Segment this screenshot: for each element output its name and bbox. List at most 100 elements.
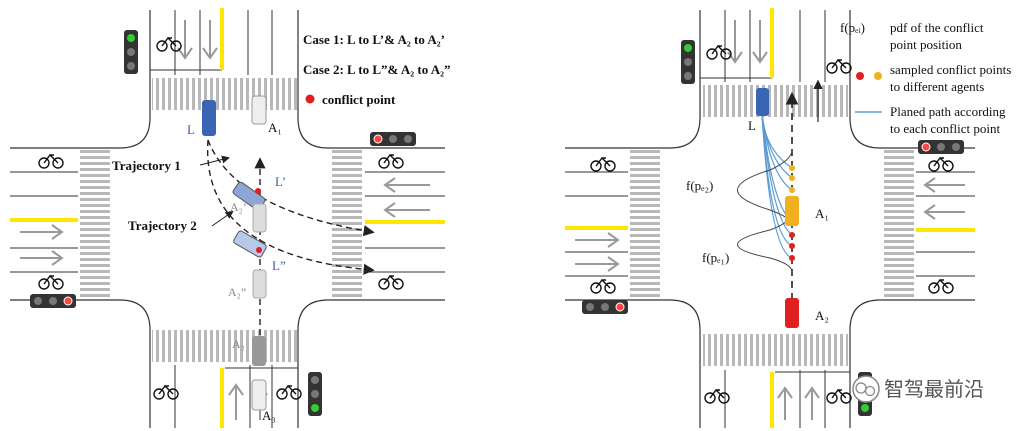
conflict-point bbox=[256, 247, 262, 253]
bicycle-icon bbox=[156, 36, 182, 52]
leader-vehicle-L bbox=[202, 100, 216, 136]
bicycle-icon bbox=[928, 278, 954, 294]
traj2-pointer bbox=[211, 210, 234, 227]
label-A1: A₁ bbox=[268, 120, 282, 135]
bicycle-icon bbox=[38, 153, 64, 169]
trajectory-2 bbox=[206, 139, 375, 275]
lane-arrow-icon bbox=[20, 224, 64, 240]
legend-path-line1: Planed path according bbox=[890, 104, 1006, 119]
legend-conflict-dot bbox=[305, 94, 315, 104]
traffic-light-icon bbox=[681, 40, 695, 84]
label-L: L bbox=[187, 122, 195, 137]
watermark-text: 智驾最前沿 bbox=[884, 377, 984, 401]
leader-vehicle-L2 bbox=[233, 230, 267, 258]
traffic-light-icon bbox=[30, 294, 76, 308]
legend-pdf-line2: point position bbox=[890, 37, 962, 52]
legend-sample-orange bbox=[874, 72, 882, 80]
legend-pdf-symbol: f(pₑᵢ) bbox=[840, 20, 865, 35]
label-A2: A₂ bbox=[232, 337, 245, 351]
bicycle-icon bbox=[378, 274, 404, 290]
label-A2: A₂ bbox=[815, 308, 829, 323]
crosswalk-north bbox=[703, 85, 848, 117]
bicycle-icon bbox=[590, 156, 616, 172]
crosswalk-west bbox=[80, 150, 110, 298]
traffic-light-icon bbox=[124, 30, 138, 74]
label-L: L bbox=[748, 118, 756, 133]
planned-path bbox=[761, 113, 793, 236]
agent-vehicle-A2 bbox=[785, 298, 799, 328]
legend-samp-line2: to different agents bbox=[890, 79, 984, 94]
sampled-point bbox=[789, 243, 795, 249]
lane-arrow-icon bbox=[923, 204, 965, 220]
legend-conflict-label: conflict point bbox=[322, 92, 396, 107]
label-L1: L’ bbox=[275, 174, 286, 189]
lane-arrow-icon bbox=[202, 20, 218, 60]
lane-arrow-icon bbox=[804, 386, 820, 420]
crosswalk-north bbox=[152, 78, 297, 110]
lane-arrow-icon bbox=[177, 20, 193, 60]
label-fpc1: f(pₑ₁) bbox=[702, 250, 729, 265]
traffic-light-icon bbox=[582, 300, 628, 314]
crosswalk-south bbox=[152, 330, 297, 362]
crosswalk-east bbox=[884, 150, 914, 298]
bicycle-icon bbox=[706, 44, 732, 60]
legend-path-line2: to each conflict point bbox=[890, 121, 1000, 136]
planned-path bbox=[761, 113, 793, 259]
lane-arrow-icon bbox=[20, 250, 64, 266]
traffic-light-icon bbox=[918, 140, 964, 154]
case1-label: Case 1: L to L’& A₂ to A₂’ bbox=[303, 32, 445, 47]
sampled-point bbox=[789, 165, 795, 171]
label-A2pp: A₂” bbox=[228, 285, 246, 299]
lane-arrow-icon bbox=[228, 383, 244, 420]
lane-arrow-icon bbox=[575, 256, 620, 272]
lane-arrow-icon bbox=[923, 177, 965, 193]
sampled-point bbox=[789, 255, 795, 261]
lane-arrow-icon bbox=[383, 202, 430, 218]
agent-vehicle-A2pp bbox=[252, 269, 267, 299]
agent-vehicle-A2 bbox=[252, 336, 266, 366]
bicycle-icon bbox=[153, 384, 179, 400]
bicycle-icon bbox=[378, 153, 404, 169]
right-intersection: f(pₑᵢ) pdf of the conflict point positio… bbox=[565, 8, 1011, 428]
pdf-curve-2 bbox=[737, 149, 793, 226]
legend-samp-line1: sampled conflict points bbox=[890, 62, 1011, 77]
label-A2p: A₂’ bbox=[230, 200, 247, 214]
sampled-point bbox=[789, 187, 795, 193]
bicycle-icon bbox=[826, 58, 852, 74]
left-intersection: Case 1: L to L’& A₂ to A₂’ Case 2: L to … bbox=[10, 8, 451, 428]
label-L2: L” bbox=[272, 258, 286, 273]
sampled-point bbox=[789, 175, 795, 181]
sampled-point bbox=[789, 232, 795, 238]
label-A1: A₁ bbox=[815, 206, 829, 221]
agent-vehicle-A1 bbox=[785, 196, 799, 226]
watermark: 智驾最前沿 bbox=[852, 375, 984, 403]
case2-label: Case 2: L to L”& A₂ to A₂” bbox=[303, 62, 451, 77]
lane-arrow-icon bbox=[777, 386, 793, 420]
pdf-curve-1 bbox=[737, 211, 793, 273]
conflict-point bbox=[255, 188, 261, 194]
label-fpc2: f(pₑ₂) bbox=[686, 178, 713, 193]
lane-arrow-icon bbox=[575, 232, 620, 248]
bicycle-icon bbox=[704, 388, 730, 404]
crosswalk-west bbox=[630, 150, 660, 298]
bicycle-icon bbox=[826, 388, 852, 404]
agent-vehicle-A1 bbox=[251, 95, 267, 125]
traj1-pointer bbox=[199, 155, 230, 166]
bicycle-icon bbox=[38, 274, 64, 290]
crosswalk-south bbox=[703, 334, 848, 366]
leader-vehicle-L bbox=[756, 88, 769, 116]
bicycle-icon bbox=[276, 384, 302, 400]
bicycle-icon bbox=[928, 156, 954, 172]
lane-arrow-icon bbox=[383, 177, 430, 193]
agent-vehicle-A3 bbox=[251, 379, 267, 411]
legend-pdf-line1: pdf of the conflict bbox=[890, 20, 984, 35]
crosswalk-east bbox=[332, 150, 362, 298]
traffic-light-icon bbox=[370, 132, 416, 146]
trajectory-2-label: Trajectory 2 bbox=[128, 218, 197, 233]
agent-vehicle-A2p bbox=[252, 203, 267, 233]
traffic-light-icon bbox=[308, 372, 322, 416]
bicycle-icon bbox=[590, 278, 616, 294]
label-A3: A₃ bbox=[262, 408, 276, 423]
lane-arrow-icon bbox=[752, 20, 768, 64]
